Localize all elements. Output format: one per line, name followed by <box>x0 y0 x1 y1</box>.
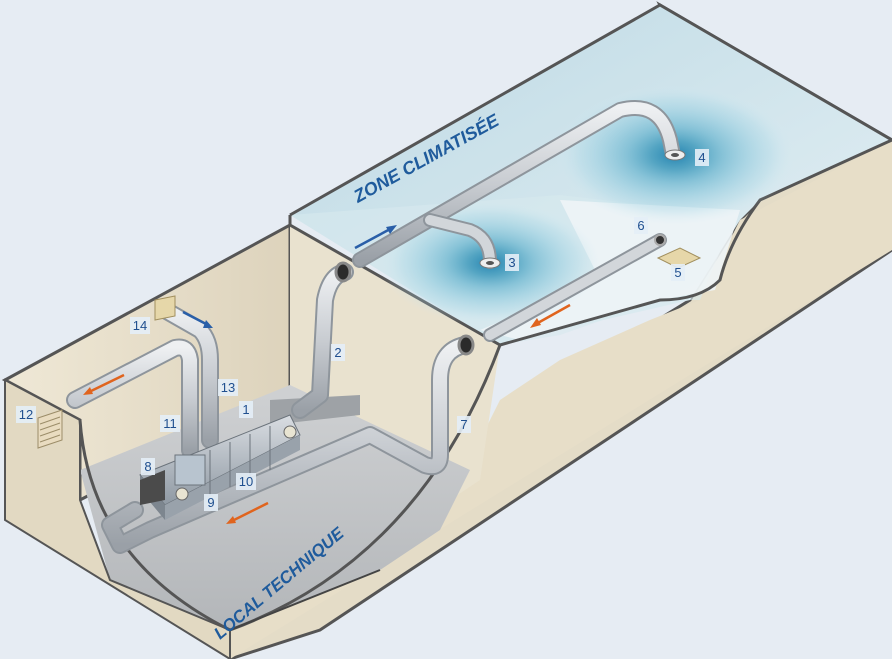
diffuser-4 <box>664 149 686 161</box>
callout-label-text: 12 <box>19 407 33 422</box>
callout-label-text: 3 <box>508 255 515 270</box>
zone-bowl-edge <box>499 138 892 347</box>
callout-label: 13 <box>218 379 238 396</box>
callout-label: 4 <box>695 149 709 166</box>
callout-label-bg <box>141 458 155 475</box>
duct-outlet-2 <box>334 261 352 283</box>
callout-label-bg <box>671 264 685 281</box>
callout-label-bg <box>505 254 519 271</box>
callout-label-text: 14 <box>133 318 147 333</box>
callout-label-bg <box>236 473 256 490</box>
callout-label-bg <box>634 217 648 234</box>
callout-label: 7 <box>457 416 471 433</box>
callout-label: 9 <box>204 494 218 511</box>
callout-label-bg <box>160 415 180 432</box>
duct-inlet-7 <box>457 334 475 356</box>
floor-front-edge <box>229 569 381 631</box>
callout-label-text: 1 <box>242 402 249 417</box>
callout-label-text: 5 <box>674 265 681 280</box>
callout-label-text: 13 <box>221 380 235 395</box>
callout-label: 12 <box>16 406 36 423</box>
supply-arrow-fresh-air <box>182 310 213 328</box>
callout-label: 1 <box>239 401 253 418</box>
callout-label-bg <box>695 149 709 166</box>
callout-label-bg <box>331 344 345 361</box>
sensor-6 <box>654 234 666 246</box>
callout-label: 6 <box>634 217 648 234</box>
callout-label: 3 <box>505 254 519 271</box>
callout-label: 14 <box>130 317 150 334</box>
callout-label-bg <box>239 401 253 418</box>
return-arrow-zone <box>530 303 571 328</box>
callout-label-bg <box>16 406 36 423</box>
callout-label-text: 2 <box>334 345 341 360</box>
callout-label-text: 6 <box>637 218 644 233</box>
callout-label-bg <box>457 416 471 433</box>
callout-label: 11 <box>160 415 180 432</box>
supply-arrow-zone <box>354 225 397 250</box>
return-arrow-technical <box>226 501 269 524</box>
callout-label-bg <box>204 494 218 511</box>
callout-label-text: 10 <box>239 474 253 489</box>
callout-label: 8 <box>141 458 155 475</box>
exhaust-grille-12 <box>37 409 63 449</box>
callout-label: 2 <box>331 344 345 361</box>
callout-label-bg <box>218 379 238 396</box>
callout-label: 10 <box>236 473 256 490</box>
callout-label-text: 11 <box>163 416 177 431</box>
fresh-air-grille-14 <box>154 295 176 321</box>
building-front-face <box>230 140 892 659</box>
callout-label-text: 4 <box>698 150 705 165</box>
exhaust-arrow <box>83 373 125 395</box>
callout-label-text: 9 <box>207 495 214 510</box>
diffuser-3 <box>479 257 501 269</box>
callout-label: 5 <box>671 264 685 281</box>
callout-label-bg <box>130 317 150 334</box>
supply-duct-network <box>66 100 680 554</box>
callout-label-text: 8 <box>144 459 151 474</box>
callout-label-text: 7 <box>460 417 467 432</box>
zone-top-edge <box>289 3 892 217</box>
air-handling-unit <box>139 414 301 520</box>
